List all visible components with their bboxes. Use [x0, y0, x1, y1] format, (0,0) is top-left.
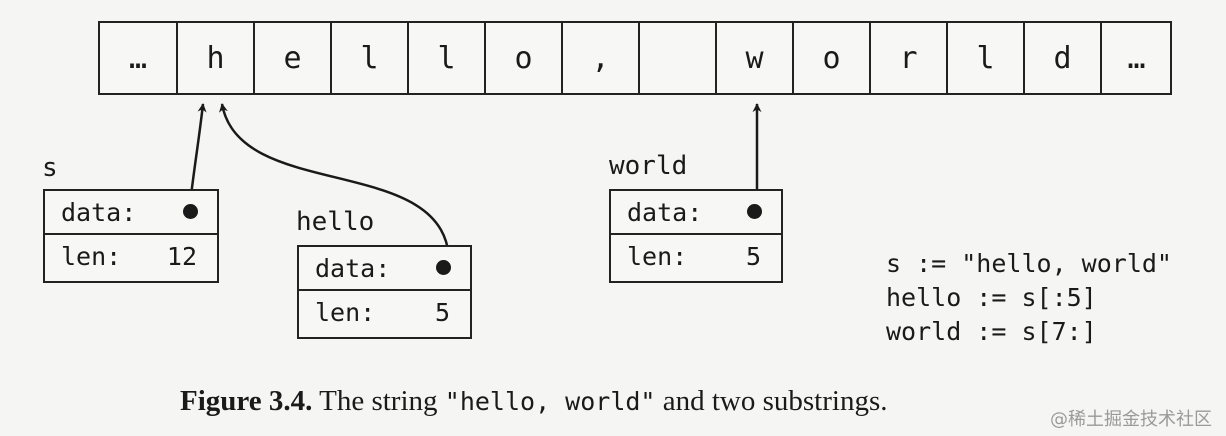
- pointer-dot: [436, 260, 451, 275]
- caption-text: The string: [319, 385, 445, 417]
- byte-cell-l3: l: [948, 23, 1025, 93]
- var-label-world: world: [609, 151, 688, 181]
- byte-cell-h: h: [178, 23, 255, 93]
- string-header-hello: data: len: 5: [297, 245, 472, 339]
- string-header-s: data: len: 12: [43, 189, 219, 283]
- byte-cell-d: d: [1025, 23, 1102, 93]
- len-value: 5: [745, 241, 761, 271]
- len-value: 12: [166, 241, 197, 271]
- code-line: s := "hello, world": [886, 249, 1172, 278]
- data-label: data:: [315, 253, 391, 283]
- len-label: len:: [627, 241, 688, 271]
- data-label: data:: [627, 197, 703, 227]
- byte-cell-ellipsis-start: …: [100, 23, 178, 93]
- pointer-dot: [183, 204, 198, 219]
- len-field: len: 12: [45, 235, 217, 277]
- len-label: len:: [315, 297, 376, 327]
- figure-number: Figure 3.4.: [180, 385, 313, 417]
- caption-text-end: and two substrings.: [655, 385, 888, 417]
- data-label: data:: [61, 197, 137, 227]
- byte-cell-ellipsis-end: …: [1127, 40, 1146, 76]
- len-field: len: 5: [299, 291, 470, 333]
- data-field: data:: [45, 191, 217, 235]
- len-value: 5: [434, 297, 450, 327]
- caption-literal: "hello, world": [444, 387, 656, 416]
- var-label-s: s: [42, 153, 58, 183]
- byte-cell-o: o: [486, 23, 563, 93]
- code-line: world := s[7:]: [886, 317, 1097, 346]
- byte-cell-w: w: [717, 23, 794, 93]
- byte-array: … h e l l o , w o r l d …: [98, 21, 1172, 95]
- byte-cell-e: e: [255, 23, 332, 93]
- watermark: @稀土掘金技术社区: [1050, 409, 1212, 430]
- figure-caption: Figure 3.4. The string "hello, world" an…: [180, 385, 887, 418]
- hello-data-arrow: [219, 103, 451, 269]
- byte-cell-l2: l: [409, 23, 486, 93]
- byte-cell-o2: o: [794, 23, 871, 93]
- byte-cell-l1: l: [332, 23, 409, 93]
- code-block: s := "hello, world" hello := s[:5] world…: [886, 247, 1172, 349]
- pointer-dot: [747, 204, 762, 219]
- byte-cell-r: r: [871, 23, 948, 93]
- len-field: len: 5: [611, 235, 781, 277]
- string-header-world: data: len: 5: [609, 189, 783, 283]
- data-field: data:: [611, 191, 781, 235]
- byte-cell-comma: ,: [563, 23, 640, 93]
- var-label-hello: hello: [296, 207, 375, 237]
- data-field: data:: [299, 247, 470, 291]
- len-label: len:: [61, 241, 122, 271]
- byte-cell-space: [640, 23, 717, 93]
- code-line: hello := s[:5]: [886, 283, 1097, 312]
